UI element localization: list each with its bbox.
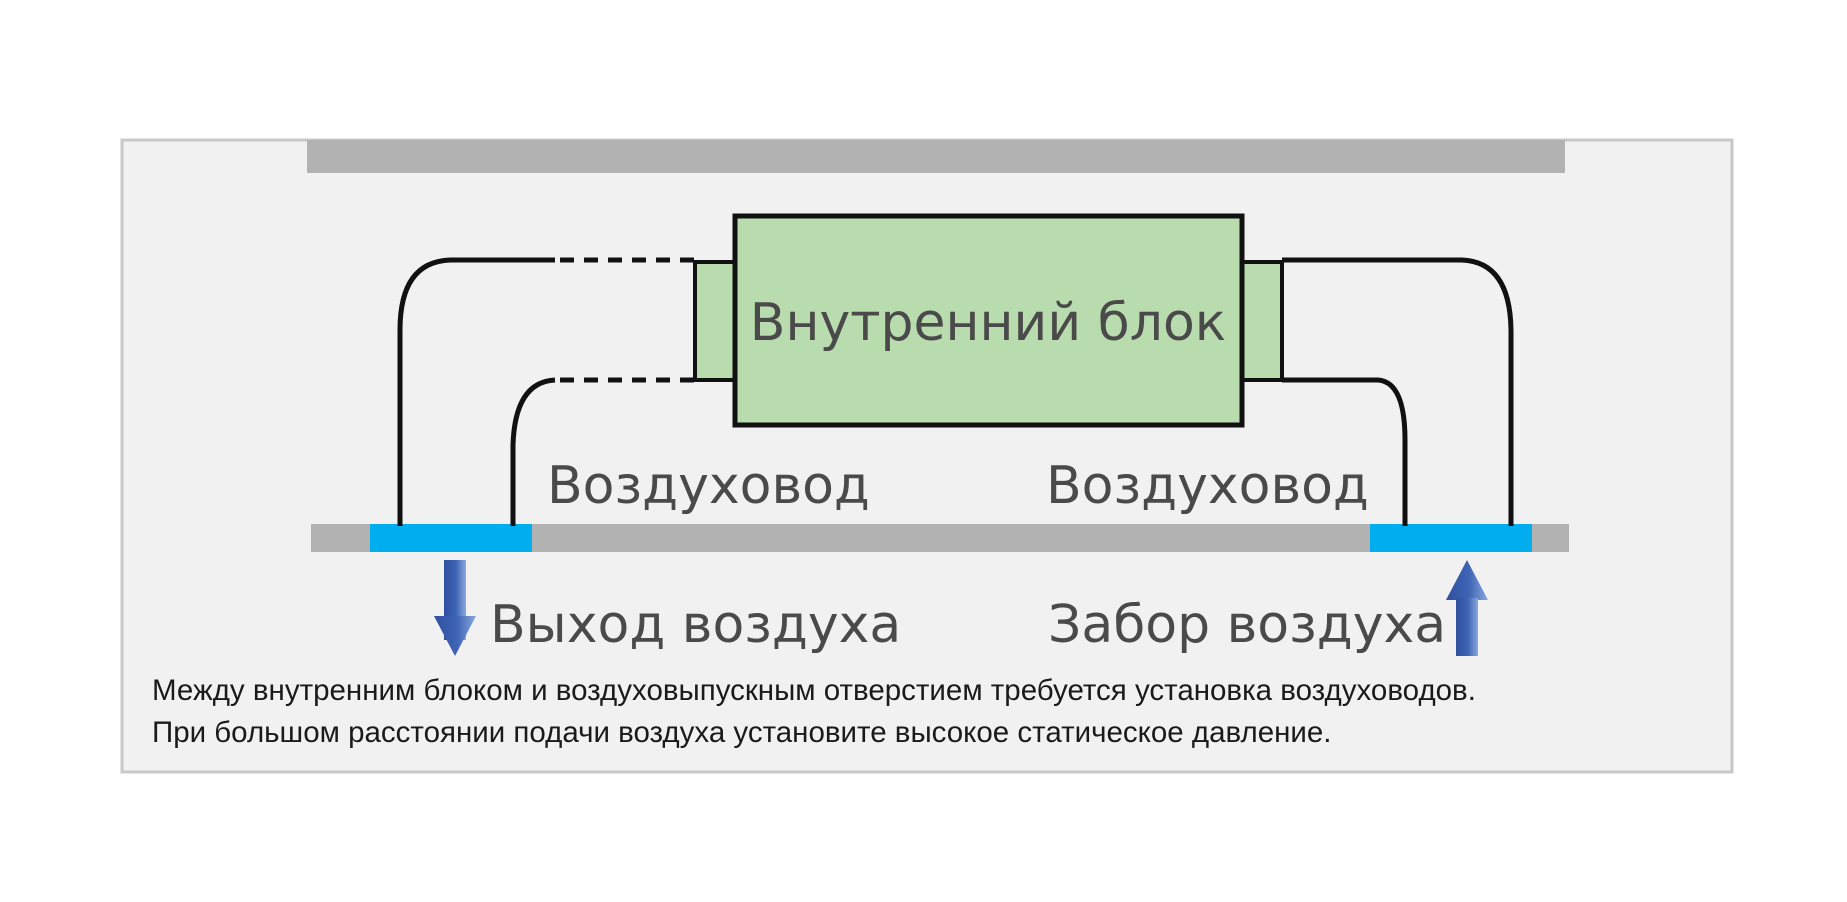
unit-right-collar	[1240, 260, 1284, 382]
left-duct	[397, 257, 695, 526]
note-line-1: Между внутренним блоком и воздуховыпускн…	[152, 674, 1476, 707]
unit-left-collar	[693, 260, 737, 382]
ceiling-top-bar	[307, 140, 1565, 173]
note-line-2: При большом расстоянии подачи воздуха ус…	[152, 716, 1331, 749]
air-outlet-label: Выход воздуха	[490, 595, 901, 655]
air-inlet-vent	[1370, 524, 1532, 552]
air-inlet-label: Забор воздуха	[1048, 595, 1446, 655]
indoor-unit	[732, 213, 1245, 428]
indoor-unit-label: Внутренний блок	[750, 293, 1226, 353]
air-inlet-arrow-icon	[1446, 560, 1488, 656]
duct-left-label: Воздуховод	[547, 456, 870, 516]
air-outlet-arrow-icon	[434, 560, 476, 656]
air-outlet-vent	[370, 524, 532, 552]
right-duct	[1282, 257, 1514, 526]
duct-right-label: Воздуховод	[1046, 456, 1369, 516]
